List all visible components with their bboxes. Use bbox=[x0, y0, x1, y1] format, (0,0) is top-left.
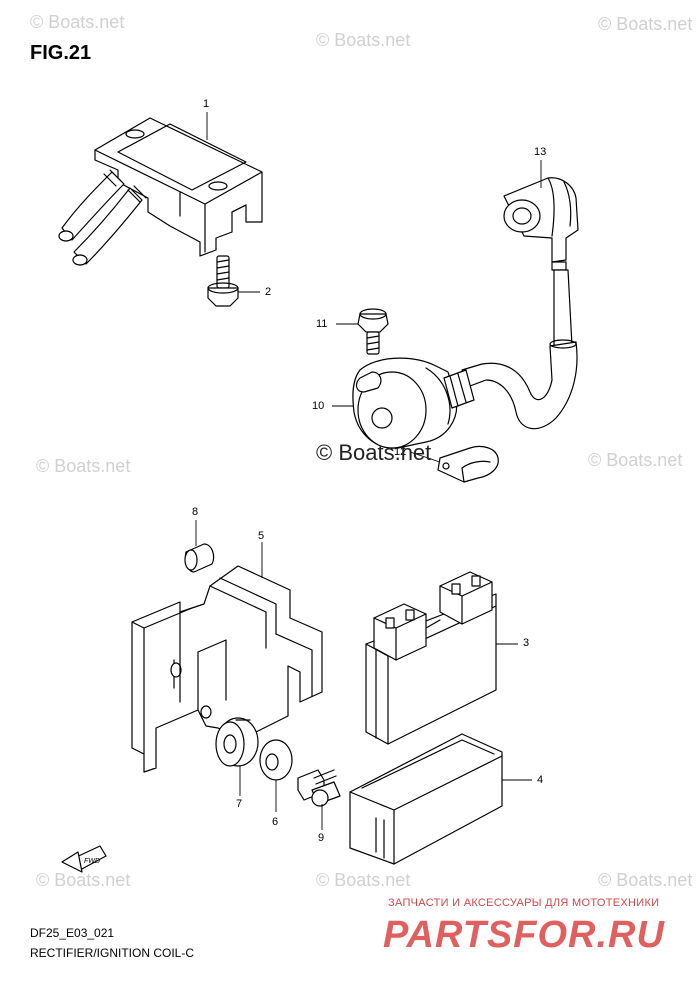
part-4-cover bbox=[349, 733, 503, 865]
watermark-top-right: © Boats.net bbox=[598, 14, 693, 34]
figure-title: FIG.21 bbox=[30, 42, 92, 64]
callout-13: 13 bbox=[534, 146, 547, 158]
callout-9: 9 bbox=[318, 832, 325, 844]
part-9-bolt bbox=[297, 769, 341, 807]
fwd-label: FWD bbox=[84, 858, 100, 865]
diagram-name: RECTIFIER/IGNITION COIL-C bbox=[30, 946, 195, 960]
part-1-rectifier bbox=[58, 117, 263, 266]
part-5-bracket bbox=[131, 565, 323, 773]
watermark-mid-right: © Boats.net bbox=[588, 450, 683, 470]
callout-6: 6 bbox=[272, 816, 279, 828]
callout-1: 1 bbox=[203, 98, 210, 110]
callout-10: 10 bbox=[312, 400, 325, 412]
watermark-bottom-left: © Boats.net bbox=[36, 870, 131, 890]
part-3-cdi-unit bbox=[365, 571, 497, 745]
part-7-grommet bbox=[215, 717, 259, 767]
watermark-top-center: © Boats.net bbox=[316, 30, 411, 50]
watermark-center: © Boats.net bbox=[316, 440, 432, 465]
part-8-cap bbox=[184, 543, 215, 573]
fwd-arrow-icon: FWD bbox=[61, 845, 107, 873]
watermark-mid-left: © Boats.net bbox=[36, 456, 131, 476]
diagram-code: DF25_E03_021 bbox=[30, 926, 115, 940]
watermark-bottom-center: © Boats.net bbox=[316, 870, 411, 890]
part-12-clamp bbox=[437, 445, 499, 483]
callout-12: 12 bbox=[394, 446, 407, 458]
callout-8: 8 bbox=[192, 506, 199, 518]
callout-7: 7 bbox=[236, 798, 243, 810]
part-6-washer bbox=[259, 739, 293, 781]
callout-11: 11 bbox=[316, 318, 328, 330]
callout-5: 5 bbox=[258, 530, 265, 542]
part-13-plug-cap bbox=[503, 177, 579, 271]
leader-lines bbox=[195, 112, 542, 830]
part-10-ignition-coil bbox=[352, 269, 578, 449]
banner-logo: PARTSFOR.RU bbox=[383, 914, 665, 956]
watermark-top-left: © Boats.net bbox=[30, 12, 125, 32]
watermark-bottom-right: © Boats.net bbox=[598, 870, 693, 890]
part-11-bolt bbox=[357, 308, 389, 355]
callout-2: 2 bbox=[265, 286, 272, 298]
part-2-bolt bbox=[207, 255, 239, 307]
callout-4: 4 bbox=[537, 774, 544, 786]
banner-tagline: ЗАПЧАСТИ И АКСЕССУАРЫ ДЛЯ МОТОТЕХНИКИ bbox=[388, 897, 660, 909]
callout-3: 3 bbox=[523, 637, 530, 649]
